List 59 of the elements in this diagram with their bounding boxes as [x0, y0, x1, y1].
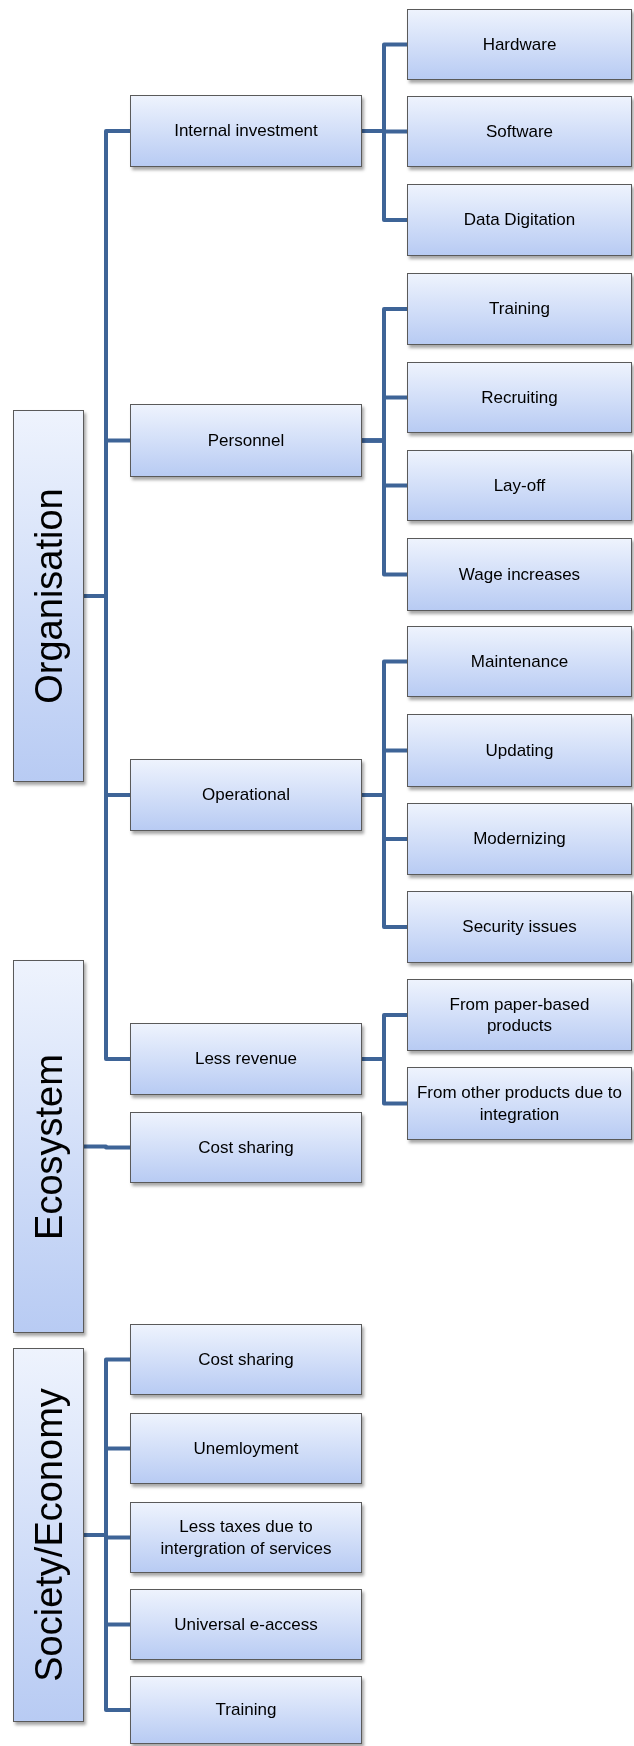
item-label: Internal investment — [173, 120, 319, 142]
item-label: Less taxes due to intergration of services — [159, 1516, 333, 1559]
connector-line — [84, 1144, 130, 1150]
item-box — [130, 1112, 362, 1183]
item-box — [407, 184, 632, 256]
category-bar — [13, 410, 84, 782]
item-label: Training — [488, 298, 551, 320]
connector-line — [362, 129, 407, 222]
item-box — [407, 538, 632, 611]
item-label: Lay-off — [492, 474, 547, 497]
connector-line — [84, 594, 130, 1061]
item-label: Software — [484, 120, 555, 143]
category-label: Organisation — [29, 488, 68, 704]
category-label: Society/Economy — [29, 1388, 68, 1682]
item-label: Cost sharing — [197, 1348, 295, 1371]
connector-line — [362, 793, 407, 929]
connector-line — [362, 1057, 407, 1106]
item-label: Recruiting — [480, 386, 559, 409]
item-label: Training — [214, 1699, 278, 1721]
item-label: From other products due to integration — [415, 1082, 623, 1125]
connector-line — [84, 1533, 130, 1712]
item-label: Personnel — [206, 429, 286, 452]
item-box — [407, 362, 632, 433]
item-label: Maintenance — [469, 650, 570, 673]
item-label: Data Digitation — [462, 209, 577, 231]
item-box — [130, 1413, 362, 1484]
item-box — [407, 450, 632, 521]
item-box — [130, 95, 362, 167]
item-box — [407, 96, 632, 167]
item-label: Operational — [201, 784, 291, 806]
connector-line — [362, 438, 407, 577]
item-box — [130, 1502, 362, 1573]
category-label: Ecosystem — [29, 1053, 68, 1240]
item-box — [407, 803, 632, 875]
item-box — [407, 626, 632, 697]
item-box — [407, 273, 632, 345]
item-box — [130, 1324, 362, 1395]
category-bar — [13, 960, 84, 1333]
item-label: Unemloyment — [192, 1437, 300, 1460]
item-box — [130, 759, 362, 831]
item-box — [130, 1023, 362, 1095]
item-box — [407, 891, 632, 963]
item-box — [407, 1067, 632, 1140]
item-label: Updating — [484, 739, 555, 762]
item-box — [407, 9, 632, 80]
item-label: Modernizing — [472, 828, 567, 850]
item-box — [130, 1589, 362, 1660]
category-bar — [13, 1348, 84, 1722]
item-label: Universal e-access — [173, 1613, 319, 1636]
item-box — [130, 404, 362, 477]
item-label: Less revenue — [193, 1048, 299, 1070]
item-label: Wage increases — [457, 563, 582, 586]
item-label: Hardware — [481, 33, 558, 56]
item-box — [407, 714, 632, 787]
item-box — [407, 979, 632, 1051]
item-box — [130, 1676, 362, 1744]
item-label: Security issues — [461, 916, 578, 938]
item-label: Cost sharing — [197, 1136, 295, 1159]
item-label: From paper-based products — [448, 993, 591, 1037]
